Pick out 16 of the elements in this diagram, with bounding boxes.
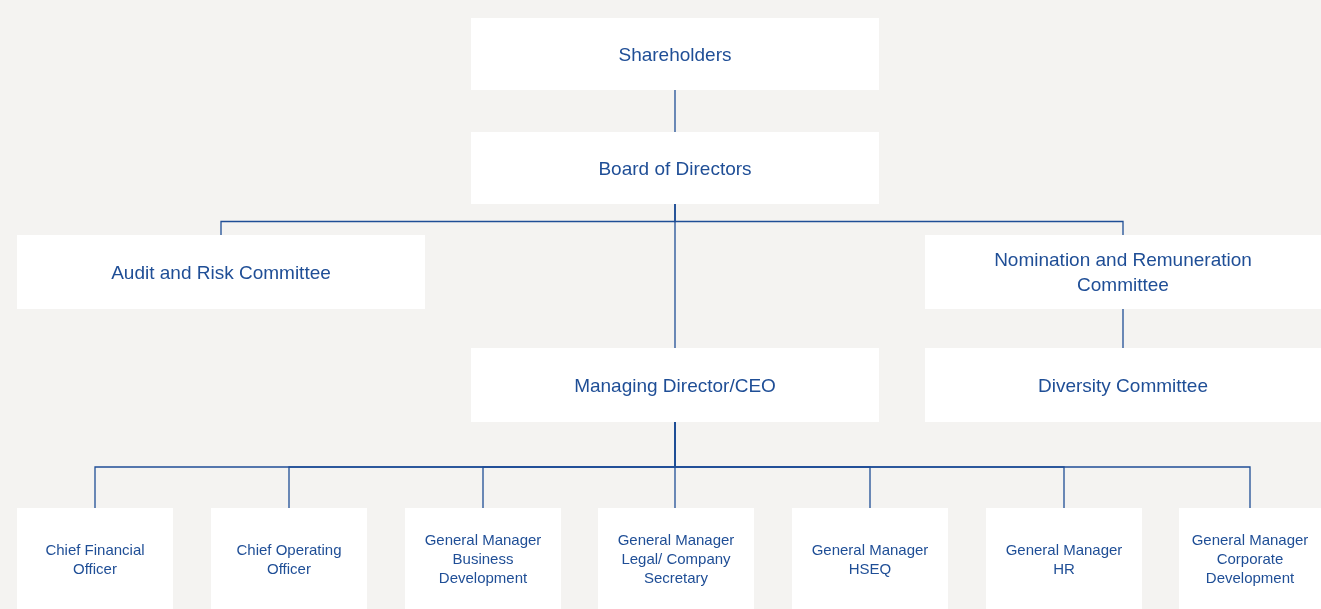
org-box: Audit and Risk Committee — [17, 235, 425, 309]
org-box: Nomination and Remuneration Committee — [925, 235, 1321, 309]
org-box: General Manager Business Development — [405, 508, 561, 609]
org-box: General Manager HR — [986, 508, 1142, 609]
org-box: Chief Operating Officer — [211, 508, 367, 609]
org-box: Diversity Committee — [925, 348, 1321, 422]
connector-line — [674, 203, 676, 349]
org-box: Board of Directors — [471, 132, 879, 204]
connector-line — [1122, 308, 1124, 349]
org-box: General Manager Legal/ Company Secretary — [598, 508, 754, 609]
org-box: General Manager Corporate Development — [1179, 508, 1321, 609]
org-box: Managing Director/CEO — [471, 348, 879, 422]
org-box: Chief Financial Officer — [17, 508, 173, 609]
connector-line — [674, 89, 676, 133]
org-box: Shareholders — [471, 18, 879, 90]
org-box: General Manager HSEQ — [792, 508, 948, 609]
